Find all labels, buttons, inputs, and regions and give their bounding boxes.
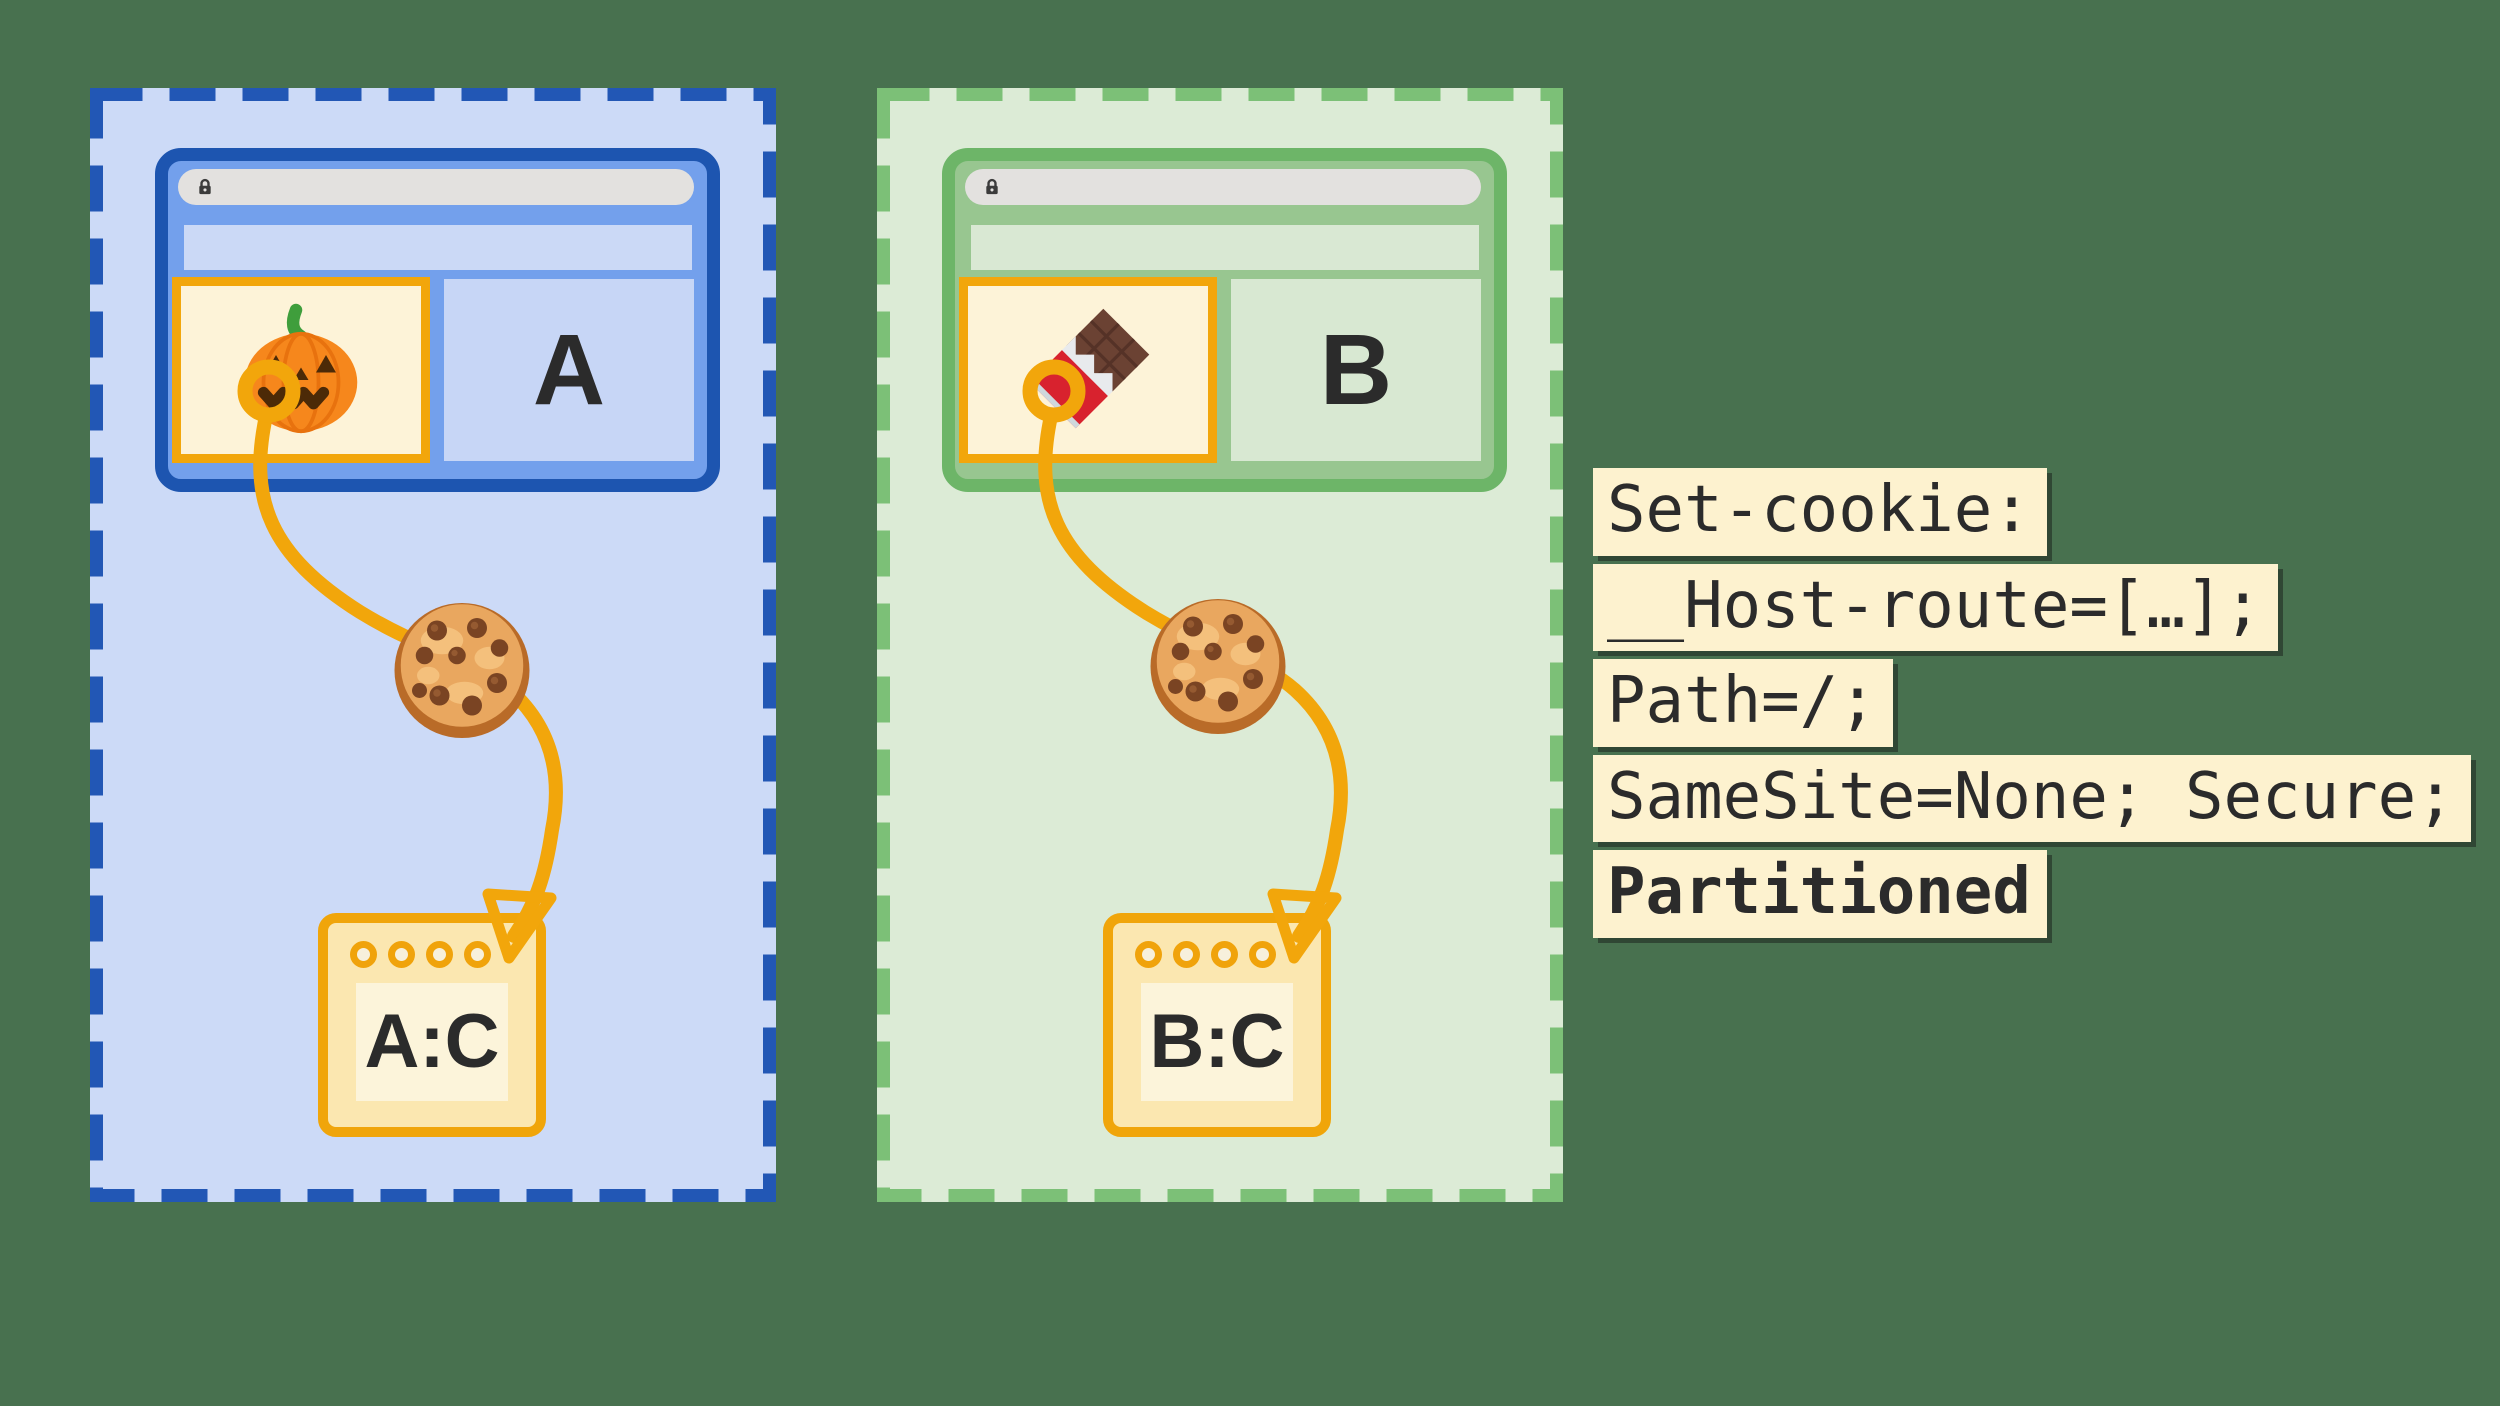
- jar-dot: [464, 941, 491, 968]
- jar-dot: [388, 941, 415, 968]
- code-line-text: SameSite=None; Secure;: [1593, 754, 2471, 843]
- jar-dot: [1173, 941, 1200, 968]
- pumpkin-icon: [244, 303, 358, 434]
- code-line-text: Partitioned: [1593, 850, 2047, 938]
- code-line-text: Path=/;: [1593, 659, 1893, 747]
- partition-box-site-a: A A:C: [90, 88, 776, 1202]
- lock-icon: [986, 178, 998, 195]
- chocolate-bar-icon: [1029, 308, 1150, 429]
- site-panel: A: [444, 279, 694, 461]
- dashed-border: [877, 88, 1563, 1202]
- site-label: A: [532, 314, 606, 426]
- lock-icon: [199, 178, 211, 195]
- jar-dot: [426, 941, 453, 968]
- cookie-jar-site-b: B:C: [1103, 913, 1331, 1137]
- browser-window-site-a: A: [155, 148, 720, 492]
- jar-dot: [1211, 941, 1238, 968]
- site-panel: B: [1231, 279, 1481, 461]
- code-line-partitioned: Partitioned: [1593, 850, 2471, 938]
- code-line: __Host-route=[…];: [1593, 563, 2471, 652]
- cookie-jar-site-a: A:C: [318, 913, 546, 1137]
- jar-dots: [350, 941, 491, 968]
- jar-partition-label: A:C: [364, 999, 500, 1084]
- jar-dots: [1135, 941, 1276, 968]
- page-content-strip: [184, 225, 692, 270]
- jar-partition-label: B:C: [1149, 999, 1285, 1084]
- jar-dot: [350, 941, 377, 968]
- address-bar: [178, 169, 694, 205]
- browser-window-site-b: B: [942, 148, 1507, 492]
- page-content-strip: [971, 225, 1479, 270]
- cookie-icon: [1150, 599, 1286, 734]
- cookie-icon: [394, 603, 530, 738]
- code-line: Set-cookie:: [1593, 468, 2471, 556]
- address-bar: [965, 169, 1481, 205]
- code-line: SameSite=None; Secure;: [1593, 754, 2471, 843]
- code-line: Path=/;: [1593, 659, 2471, 747]
- jar-dot: [1249, 941, 1276, 968]
- jar-face: B:C: [1141, 983, 1293, 1101]
- third-party-iframe-site-b: [959, 277, 1217, 463]
- jar-dot: [1135, 941, 1162, 968]
- jar-face: A:C: [356, 983, 508, 1101]
- code-line-text: Set-cookie:: [1593, 468, 2047, 556]
- site-label: B: [1319, 314, 1393, 426]
- set-cookie-code-block: Set-cookie: __Host-route=[…]; Path=/; Sa…: [1593, 468, 2471, 946]
- third-party-iframe-site-a: [172, 277, 430, 463]
- code-line-text: __Host-route=[…];: [1593, 563, 2279, 652]
- dashed-border: [90, 88, 776, 1202]
